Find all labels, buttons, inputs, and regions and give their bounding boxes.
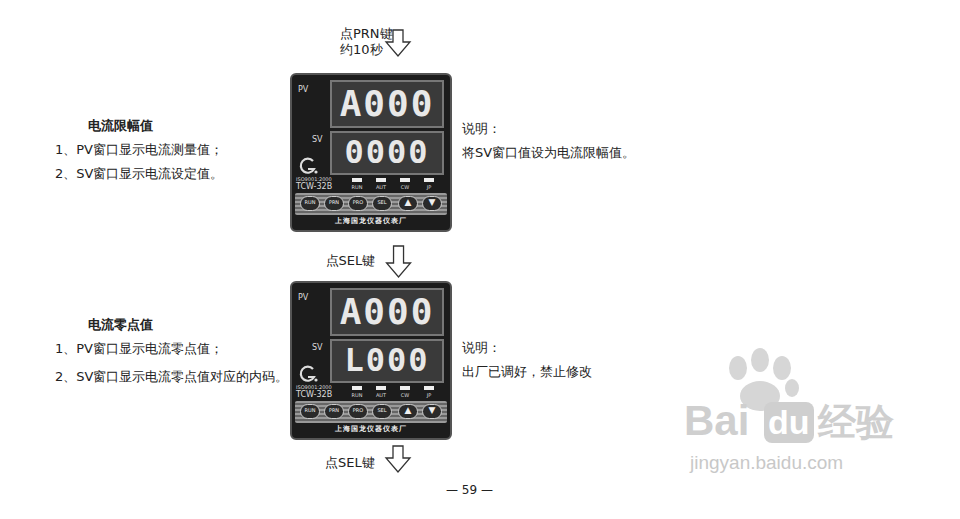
note-text: 电流限幅值 — [88, 118, 153, 134]
hollow-arrow — [387, 246, 411, 277]
key-label: SEL — [372, 407, 392, 413]
model-text: ISO9001:2000 — [296, 176, 332, 182]
led-label: RUN — [350, 392, 364, 398]
led-label: CW — [398, 184, 412, 190]
brand-logo — [299, 157, 319, 175]
note-text: 说明： — [462, 121, 501, 137]
watermark: jingyan.baidu.com — [690, 452, 843, 475]
note-text: 2、SV窗口显示电流设定值。 — [55, 166, 223, 182]
watermark: du — [764, 402, 814, 443]
key-label: SEL — [372, 199, 392, 205]
watermark: 经验 — [818, 400, 894, 446]
key-label: PRO — [348, 407, 368, 413]
key-label: ▲ — [398, 405, 418, 416]
note-text: 点PRN键 — [340, 26, 393, 42]
note-text: 将SV窗口值设为电流限幅值。 — [462, 145, 635, 161]
key-label: PRN — [324, 199, 344, 205]
key-label: PRO — [348, 199, 368, 205]
indicator-led — [400, 386, 410, 390]
brand-logo — [299, 365, 319, 383]
indicator-led — [400, 178, 410, 182]
controller-panel: A000L000 PV SV ISO9001:2000TCW-32B RUN AUT CW J… — [290, 281, 452, 440]
window-label: SV — [312, 343, 323, 353]
model-text: TCW-32B — [296, 182, 332, 192]
controller-panel: A000 0000 PV SV ISO9001:2000TCW-32B RUN AUT CW J… — [290, 73, 452, 232]
key-label: RUN — [300, 199, 320, 205]
led-label: JP — [422, 184, 436, 190]
key-label: ▼ — [422, 197, 442, 208]
note-text: 出厂已调好，禁止修改 — [462, 364, 592, 380]
indicator-led — [376, 386, 386, 390]
note-text: 点SEL键 — [325, 455, 375, 471]
display-digits: A000 — [330, 82, 444, 125]
hollow-arrow — [386, 446, 410, 472]
led-label: RUN — [350, 184, 364, 190]
note-text: 约10秒 — [340, 42, 383, 58]
watermark: Bai — [684, 396, 749, 446]
led-label: AUT — [374, 184, 388, 190]
note-text: 电流零点值 — [88, 317, 153, 333]
window-label: PV — [298, 293, 308, 303]
indicator-led — [376, 178, 386, 182]
edge-label: 点SEL键 — [326, 253, 376, 269]
note-text: 说明： — [462, 340, 501, 356]
led-label: AUT — [374, 392, 388, 398]
indicator-led — [352, 386, 362, 390]
window-label: PV — [298, 85, 308, 95]
model-text: ISO9001:2000 — [296, 384, 332, 390]
note-text: 1、PV窗口显示电流零点值； — [55, 341, 223, 357]
page-number: — 59 — — [446, 483, 493, 497]
display-digits: 0000 — [330, 133, 444, 171]
key-label: ▼ — [422, 405, 442, 416]
display-digits: L000 — [330, 341, 444, 379]
display-digits: A000 — [330, 290, 444, 333]
maker-name: 上海国龙仪器仪表厂 — [292, 217, 450, 225]
key-label: PRN — [324, 407, 344, 413]
led-label: CW — [398, 392, 412, 398]
key-label: ▲ — [398, 197, 418, 208]
note-text: 1、PV窗口显示电流测量值； — [55, 142, 223, 158]
indicator-led — [352, 178, 362, 182]
led-label: JP — [422, 392, 436, 398]
indicator-led — [424, 386, 434, 390]
indicator-led — [424, 178, 434, 182]
note-text: 2、SV窗口显示电流零点值对应的内码。 — [55, 365, 295, 389]
maker-name: 上海国龙仪器仪表厂 — [292, 425, 450, 433]
key-label: RUN — [300, 407, 320, 413]
model-text: TCW-32B — [296, 390, 332, 400]
window-label: SV — [312, 135, 323, 145]
